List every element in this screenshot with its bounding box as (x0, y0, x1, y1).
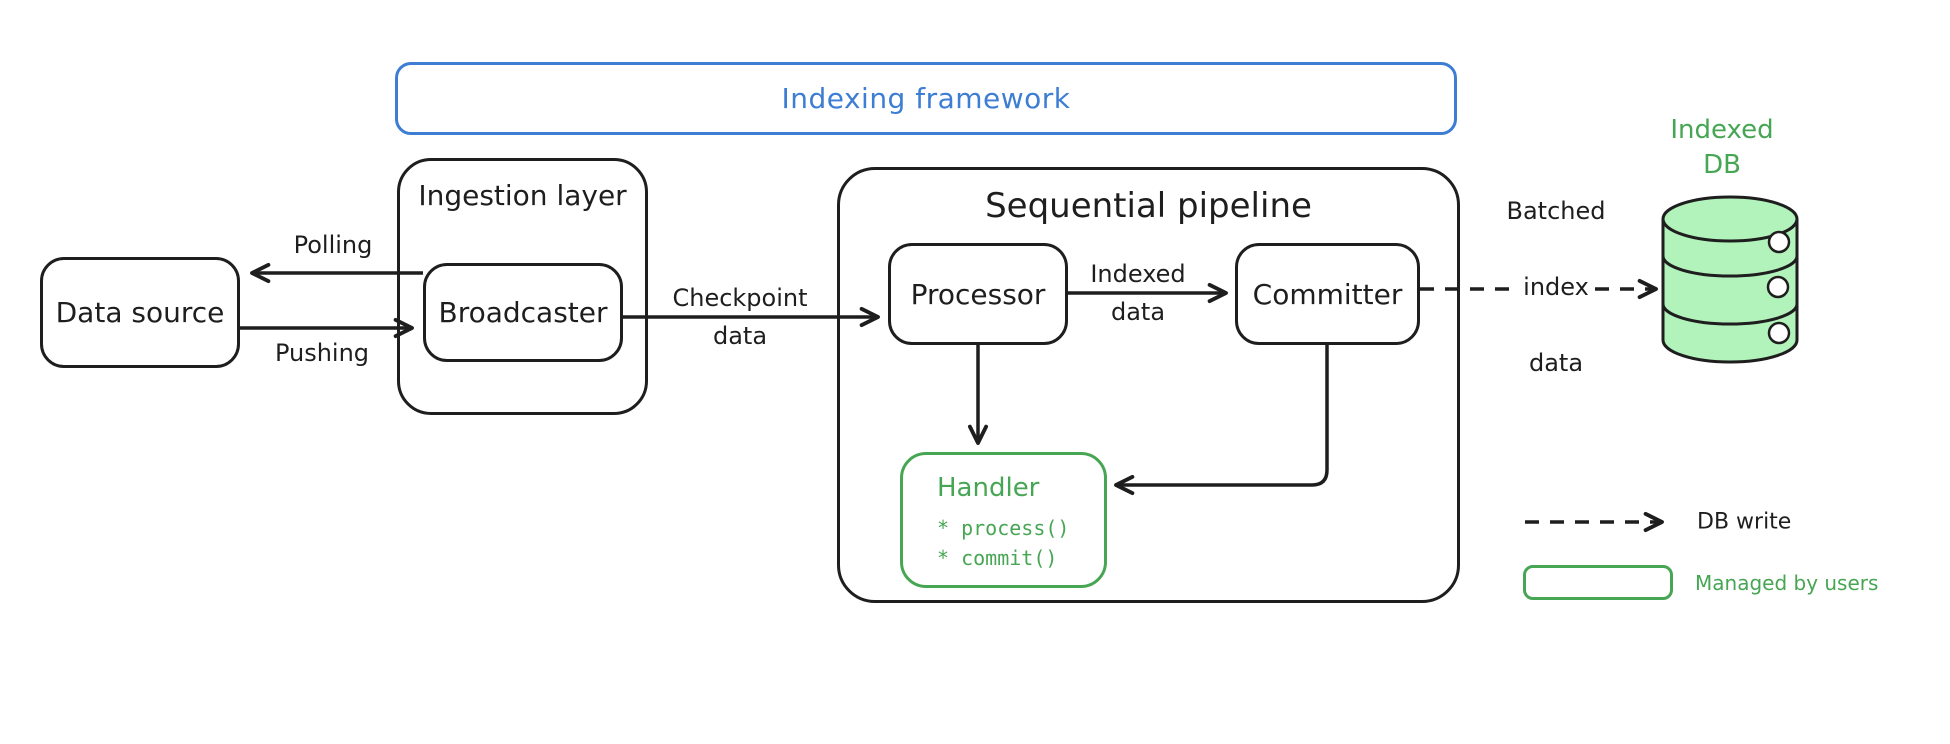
indexed-data-label: Indexed data (1090, 260, 1186, 326)
pushing-label: Pushing (274, 339, 370, 367)
batched-index-data-label: Batched index data (1501, 154, 1611, 420)
processor-node: Processor (888, 243, 1068, 345)
checkpoint-data-label: Checkpoint data (672, 284, 808, 350)
handler-title: Handler (937, 473, 1040, 503)
legend-db-write-label: DB write (1697, 509, 1792, 535)
indexing-framework-title: Indexing framework (781, 82, 1071, 115)
legend-managed-swatch (1523, 565, 1673, 600)
database-icon (1661, 195, 1799, 364)
data-source-node: Data source (40, 257, 240, 368)
broadcaster-node: Broadcaster (423, 263, 623, 362)
data-source-label: Data source (55, 296, 225, 329)
committer-node: Committer (1235, 243, 1420, 345)
indexed-db-label: Indexed DB (1670, 115, 1774, 180)
indexing-framework-frame: Indexing framework (395, 62, 1457, 135)
ingestion-layer-title: Ingestion layer (418, 179, 627, 212)
committer-label: Committer (1252, 277, 1403, 311)
handler-node: Handler * process() * commit() (900, 452, 1107, 588)
polling-label: Polling (293, 231, 373, 259)
processor-label: Processor (910, 277, 1046, 311)
sequential-pipeline-container: Sequential pipeline (837, 167, 1460, 603)
ingestion-layer-container: Ingestion layer (397, 158, 648, 415)
handler-method-commit: * commit() (937, 546, 1058, 570)
broadcaster-label: Broadcaster (438, 296, 608, 329)
handler-method-process: * process() (937, 516, 1070, 540)
sequential-pipeline-title: Sequential pipeline (985, 186, 1312, 226)
legend-managed-by-users-label: Managed by users (1695, 571, 1879, 595)
